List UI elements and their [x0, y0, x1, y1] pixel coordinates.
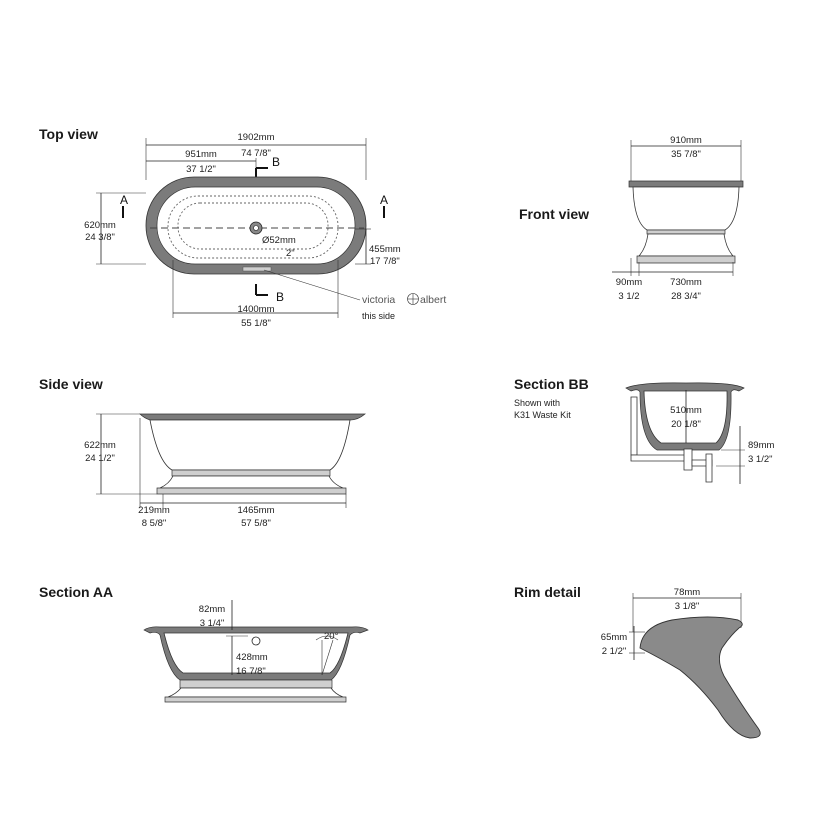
section-bb-waste-in: 3 1/2" — [748, 454, 773, 465]
section-aa-pedestal — [167, 687, 344, 698]
tub-base-dotted — [167, 195, 339, 259]
front-view: Front view 910mm 35 7/8" 90mm 3 1/2 730m… — [519, 135, 744, 302]
side-rim — [139, 413, 366, 421]
section-bb-note-2: K31 Waste Kit — [514, 410, 571, 420]
outlet-pipe — [705, 453, 713, 483]
rim-height-in: 2 1/2" — [602, 646, 627, 657]
section-a-marker-right: A — [380, 193, 388, 207]
section-bb-depth-in: 20 1/8" — [671, 419, 701, 430]
section-aa-rim-mm: 82mm — [199, 604, 225, 615]
side-base — [156, 487, 347, 495]
section-aa-base — [164, 696, 347, 703]
section-aa: Section AA 82mm 3 1/4" 428mm 16 7/8" 20° — [39, 584, 369, 703]
front-view-title: Front view — [519, 206, 589, 222]
side-base-mm: 1465mm — [238, 505, 275, 516]
top-inner-in: 17 7/8" — [370, 256, 400, 267]
section-aa-waste — [251, 636, 261, 646]
section-aa-depth-mm: 428mm — [236, 652, 268, 663]
top-half-mm: 951mm — [185, 149, 217, 160]
side-pedestal — [159, 475, 344, 489]
top-base-mm: 1400mm — [238, 304, 275, 315]
rim-width-mm: 78mm — [674, 587, 700, 598]
side-bowl — [149, 419, 351, 471]
rim-detail-title: Rim detail — [514, 584, 581, 600]
top-view: Top view 1902mm 74 7/8" 951mm 37 1/2" B … — [39, 126, 446, 329]
front-offset-mm: 90mm — [616, 277, 642, 288]
section-aa-depth-in: 16 7/8" — [236, 666, 266, 677]
top-view-title: Top view — [39, 126, 98, 142]
section-bb-waste-mm: 89mm — [748, 440, 774, 451]
side-neck — [171, 469, 331, 477]
front-offset-in: 3 1/2 — [618, 291, 639, 302]
tub-inner-dotted — [177, 202, 329, 250]
section-b-marker-bottom: B — [276, 290, 284, 304]
waste-pipe — [630, 454, 691, 462]
side-offset-in: 8 5/8" — [142, 518, 167, 529]
front-base-mm: 730mm — [670, 277, 702, 288]
waste-diameter-mm: Ø52mm — [262, 235, 296, 246]
logo-leader — [263, 269, 361, 301]
top-inner-mm: 455mm — [369, 244, 401, 255]
overflow-pipe — [630, 396, 638, 456]
side-view-title: Side view — [39, 376, 103, 392]
section-aa-angle: 20° — [324, 631, 339, 642]
side-offset-mm: 219mm — [138, 505, 170, 516]
front-pedestal — [638, 233, 734, 257]
top-base-in: 55 1/8" — [241, 318, 271, 329]
section-bb-depth-mm: 510mm — [670, 405, 702, 416]
front-bowl — [632, 186, 740, 231]
top-width-mm: 620mm — [84, 220, 116, 231]
logo-albert: albert — [420, 294, 446, 306]
side-view: Side view 622mm 24 1/2" 219mm 8 5/8" 146… — [39, 376, 366, 529]
logo-badge — [242, 266, 272, 272]
waste-diameter-in: 2" — [286, 248, 295, 259]
logo-note: this side — [362, 311, 395, 321]
section-b-marker-top: B — [272, 155, 280, 169]
top-width-in: 24 3/8" — [85, 232, 115, 243]
top-half-in: 37 1/2" — [186, 164, 216, 175]
section-bb-note-1: Shown with — [514, 398, 560, 408]
trap-pipe — [683, 448, 693, 471]
rim-detail: Rim detail 78mm 3 1/8" 65mm 2 1/2" — [514, 584, 761, 739]
front-base-in: 28 3/4" — [671, 291, 701, 302]
front-neck — [646, 229, 726, 235]
side-height-in: 24 1/2" — [85, 453, 115, 464]
front-rim — [628, 180, 744, 188]
rim-height-mm: 65mm — [601, 632, 627, 643]
section-aa-title: Section AA — [39, 584, 113, 600]
front-width-mm: 910mm — [670, 135, 702, 146]
section-a-marker-left: A — [120, 193, 128, 207]
top-overall-mm: 1902mm — [238, 132, 275, 143]
side-base-in: 57 5/8" — [241, 518, 271, 529]
section-aa-neck — [179, 679, 333, 689]
front-width-in: 35 7/8" — [671, 149, 701, 160]
side-height-mm: 622mm — [84, 440, 116, 451]
rim-width-in: 3 1/8" — [675, 601, 700, 612]
logo-victoria: victoria — [362, 294, 395, 306]
top-overall-in: 74 7/8" — [241, 148, 271, 159]
angle-slope-line — [321, 639, 334, 676]
section-bb-interior — [643, 390, 728, 444]
front-base — [636, 255, 736, 264]
section-aa-rim-in: 3 1/4" — [200, 618, 225, 629]
rim-profile — [639, 616, 761, 739]
section-bb-title: Section BB — [514, 376, 589, 392]
section-bb: Section BB Shown with K31 Waste Kit 510m… — [514, 376, 774, 484]
section-aa-interior — [163, 632, 349, 674]
